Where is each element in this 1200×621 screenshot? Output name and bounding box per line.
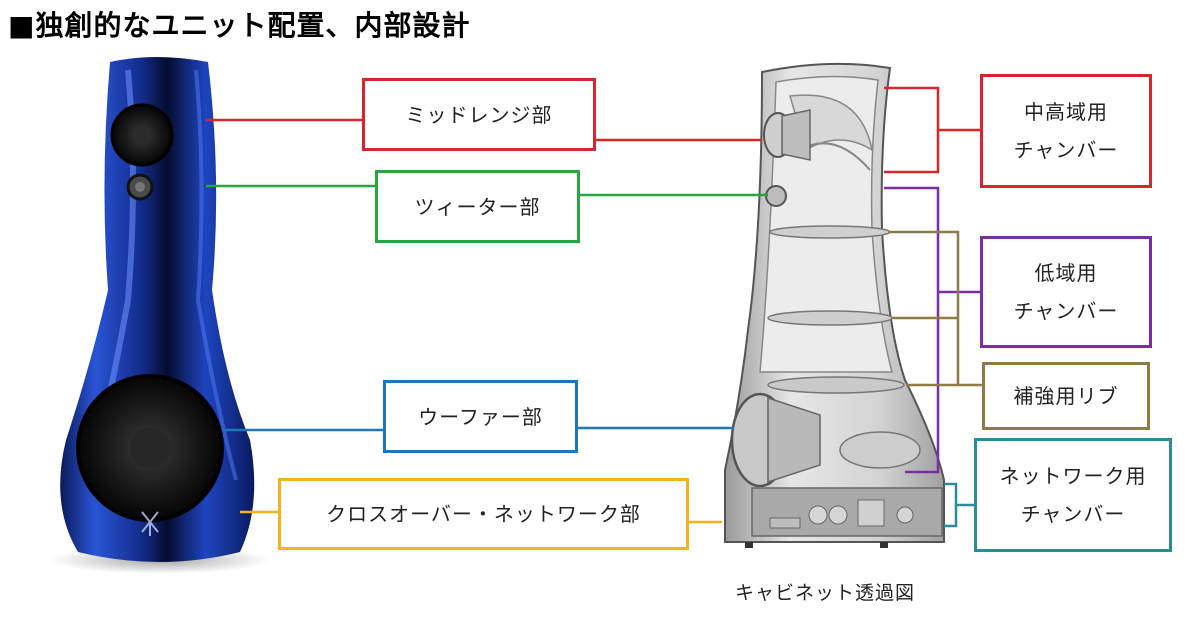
label-crossover-text: クロスオーバー・ネットワーク部: [326, 502, 641, 526]
cutaway-tweeter: [765, 185, 787, 207]
label-network-line1: ネットワーク用: [999, 464, 1147, 488]
label-network-line2: チャンバー: [1020, 502, 1126, 526]
rib-3: [767, 376, 905, 394]
rib-1: [769, 225, 891, 239]
label-tweeter-text: ツィーター部: [414, 194, 541, 219]
label-woofer-text: ウーファー部: [418, 404, 543, 429]
label-woofer: ウーファー部: [383, 380, 578, 453]
right-connectors: [884, 86, 982, 528]
label-low-line2: チャンバー: [1013, 299, 1119, 323]
label-low-line1: 低域用: [1034, 261, 1098, 285]
label-ribs-text: 補強用リブ: [1013, 384, 1119, 408]
rib-2: [767, 310, 893, 326]
speaker-photo: [50, 57, 270, 574]
label-network-chamber: ネットワーク用 チャンバー: [974, 438, 1172, 552]
label-crossover: クロスオーバー・ネットワーク部: [278, 478, 689, 550]
cabinet-cutaway: [724, 62, 945, 548]
label-low-chamber: 低域用 チャンバー: [980, 236, 1152, 348]
label-ribs: 補強用リブ: [982, 362, 1150, 430]
label-midhigh-line2: チャンバー: [1013, 138, 1119, 162]
page-title: ■独創的なユニット配置、内部設計: [8, 9, 471, 42]
label-midrange: ミッドレンジ部: [362, 78, 596, 151]
label-midhigh-chamber: 中高域用 チャンバー: [980, 74, 1152, 188]
left-connectors: [206, 118, 768, 524]
cutaway-caption: キャビネット透過図: [735, 582, 916, 604]
brand-logo-icon: [141, 511, 159, 536]
label-midhigh-line1: 中高域用: [1024, 100, 1108, 124]
label-midrange-text: ミッドレンジ部: [405, 102, 553, 127]
label-tweeter: ツィーター部: [375, 170, 580, 243]
